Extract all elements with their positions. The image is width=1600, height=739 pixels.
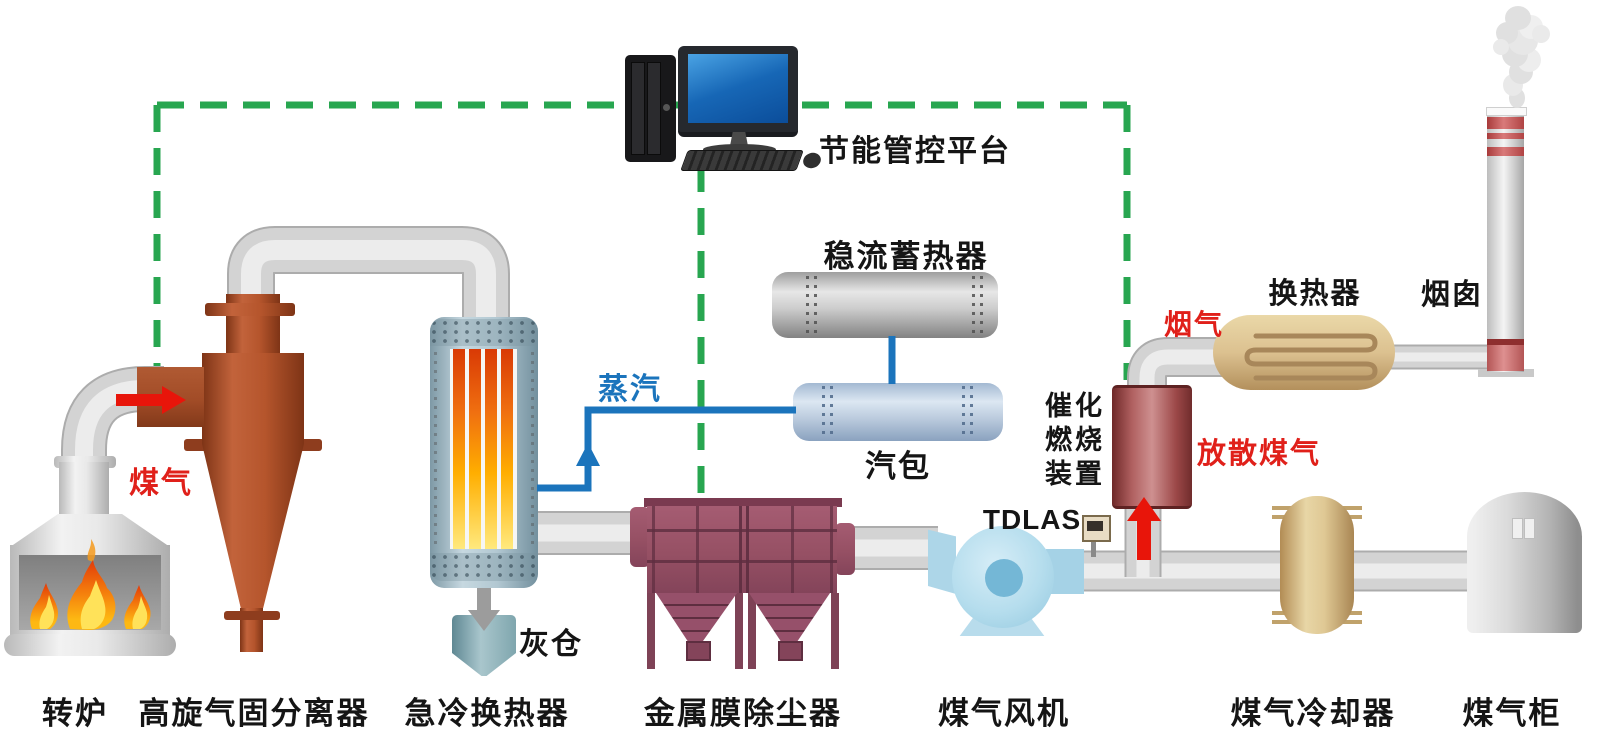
gas-fan-label: 煤气风机	[938, 696, 1070, 731]
gas-cooler-label: 煤气冷却器	[1230, 696, 1396, 731]
quench-tube-3	[485, 349, 497, 549]
monitor-stand	[730, 132, 748, 146]
dust-top-rim	[644, 498, 842, 507]
coal-gas-stream-label: 煤气	[129, 467, 193, 500]
dust-right-flange	[835, 523, 855, 575]
tdlas-stalk	[1091, 537, 1096, 557]
dust-collector-label: 金属膜除尘器	[644, 696, 842, 731]
platform-label: 节能管控平台	[819, 135, 1011, 168]
steam-drum-tank	[793, 383, 1003, 441]
quench-bottom-band	[430, 553, 538, 581]
cyclone-label: 高旋气固分离器	[138, 696, 370, 731]
tdlas-label: TDLAS	[982, 504, 1082, 535]
regenerator-tank	[772, 272, 998, 338]
quench-tube-2	[469, 349, 481, 549]
dust-rib-v6	[830, 506, 833, 593]
cooler-body	[1280, 496, 1354, 634]
dust-hopper-right	[749, 593, 830, 641]
dust-rib-h1	[647, 529, 837, 532]
dust-outlet-left	[686, 641, 711, 661]
holder-body	[1467, 492, 1582, 633]
converter-neck	[59, 462, 109, 516]
regenerator-bolts-right-a	[972, 276, 975, 334]
fan-inlet-cone	[928, 529, 956, 594]
holder-hatch	[1512, 518, 1523, 539]
dust-rib-v3	[739, 506, 742, 593]
converter-window	[19, 555, 161, 630]
dust-rib-v1	[652, 506, 655, 593]
drum-bolts-left-a	[822, 386, 825, 438]
regenerator-bolts-left-a	[806, 276, 809, 334]
chimney-top-cap	[1486, 107, 1527, 116]
tower-power-button[interactable]	[663, 104, 670, 111]
chimney-lower-ring	[1487, 339, 1524, 345]
heat-exchanger-body	[1213, 315, 1395, 390]
chimney-label: 烟囱	[1420, 279, 1484, 311]
chimney-base-plate	[1478, 369, 1534, 377]
cyclone-inlet-duct	[137, 367, 204, 427]
gas-holder-label: 煤气柜	[1462, 696, 1562, 731]
dust-left-flange	[630, 507, 650, 567]
dust-leg-4	[831, 593, 839, 669]
quench-label: 急冷换热器	[404, 696, 570, 731]
tower-slot-1	[631, 62, 645, 155]
cyclone-bottom-flange	[224, 611, 280, 620]
dust-rib-v4	[746, 506, 749, 593]
holder-hatch-2	[1524, 518, 1535, 539]
flue-gas-stream-label: 烟气	[1163, 309, 1225, 340]
dust-rib-v5	[791, 506, 794, 593]
tower-slot-2	[647, 62, 661, 155]
catalytic-device-label: 催化 燃烧 装置	[1045, 391, 1105, 489]
converter-label: 转炉	[42, 696, 108, 731]
cyclone-top-flange	[205, 303, 295, 316]
ash-bin-body	[452, 615, 516, 653]
steam-arrow-up-icon	[576, 443, 600, 466]
quench-left-bolts	[434, 352, 437, 548]
dust-leg-2	[735, 593, 743, 669]
ash-bin-cone	[452, 653, 516, 676]
dust-rib-v2	[696, 506, 699, 593]
chimney-band-3	[1487, 147, 1524, 156]
chimney-red-base	[1487, 345, 1524, 371]
drum-bolts-right-a	[962, 386, 965, 438]
quench-top-band	[430, 319, 538, 346]
quench-tube-1	[453, 349, 465, 549]
cyclone-cone	[202, 444, 304, 608]
dust-outlet-right	[778, 641, 803, 661]
converter-base	[4, 634, 176, 656]
regenerator-bolts-right-b	[980, 276, 983, 334]
steam-stream-label: 蒸汽	[598, 373, 662, 406]
chimney-band-2	[1487, 133, 1524, 139]
drum-bolts-right-b	[970, 386, 973, 438]
dust-body	[647, 506, 837, 593]
converter-shoulder	[10, 514, 170, 547]
drum-bolts-left-b	[830, 386, 833, 438]
fan-hub	[985, 559, 1023, 597]
regenerator-bolts-left-b	[814, 276, 817, 334]
computer-keyboard	[680, 150, 804, 171]
dust-hopper-left	[656, 593, 737, 641]
regenerator-label: 稳流蓄热器	[823, 239, 989, 274]
monitor-screen	[688, 54, 788, 123]
dust-leg-3	[748, 593, 756, 669]
catalytic-combustion-device	[1112, 385, 1192, 509]
steam-drum-label: 汽包	[865, 449, 931, 484]
quench-tube-4	[501, 349, 513, 549]
vent-gas-stream-label: 放散煤气	[1196, 438, 1322, 470]
chimney-smoke	[1493, 6, 1550, 108]
tdlas-screen	[1087, 521, 1103, 531]
heat-exchanger-label: 换热器	[1268, 278, 1362, 310]
ash-bin-label: 灰仓	[519, 628, 583, 661]
monitor-stand-base	[703, 144, 776, 155]
quench-right-bolts	[531, 352, 534, 548]
dust-rib-h2	[647, 560, 837, 563]
chimney-band-1	[1487, 117, 1524, 129]
cyclone-body	[202, 353, 304, 444]
dust-leg-1	[647, 593, 655, 669]
